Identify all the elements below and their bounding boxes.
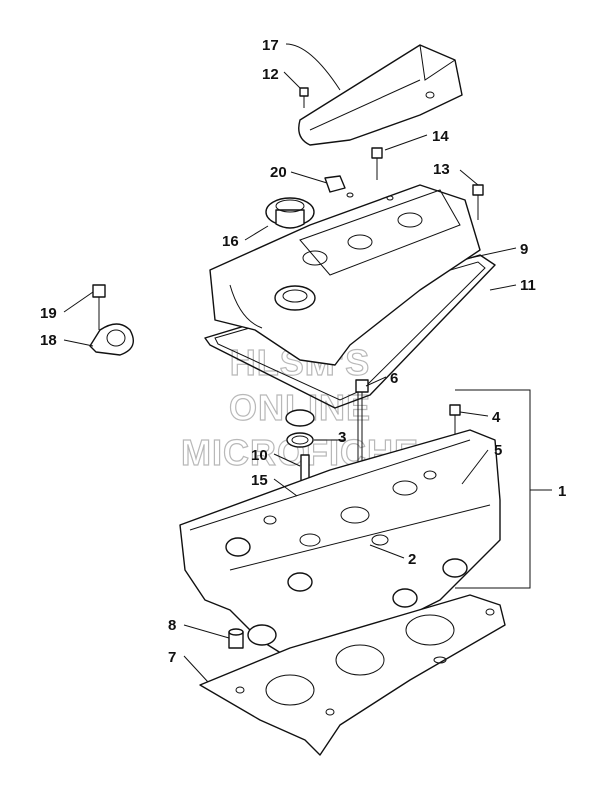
callout-11: 11 [520,277,536,294]
part-13-bolt[interactable] [472,184,484,220]
callouts: 17 12 14 13 20 16 9 11 19 18 6 4 3 5 10 … [40,37,566,666]
callout-6: 6 [390,370,398,387]
callout-16: 16 [222,233,239,250]
callout-7: 7 [168,649,176,666]
callout-1: 1 [558,483,566,500]
callout-10: 10 [251,447,268,464]
part-7-head-gasket[interactable] [199,594,506,756]
leader-lines [63,43,517,683]
part-3-seal[interactable] [285,409,315,448]
callout-15: 15 [251,472,268,489]
callout-5: 5 [494,442,502,459]
callout-2: 2 [408,551,416,568]
watermark: HLSM'S ONLINE MICROFICHE [180,341,418,473]
part-8-dowel[interactable] [228,628,244,649]
callout-12: 12 [262,66,279,83]
callout-8: 8 [168,617,176,634]
callout-19: 19 [40,305,57,322]
part-16-oil-cap[interactable] [265,197,315,229]
assembly-bracket-1 [455,389,552,589]
part-17-cover[interactable] [298,44,463,146]
part-19-bolt[interactable] [92,284,106,330]
part-18-bracket[interactable] [89,323,134,356]
part-9-valve-cover[interactable] [209,184,481,366]
part-6-bolt[interactable] [355,379,369,470]
part-2-cylinder-head[interactable] [179,429,501,681]
part-14-bolt[interactable] [371,147,383,180]
part-20-clip[interactable] [324,175,346,193]
part-12-bolt[interactable] [299,87,309,108]
callout-4: 4 [492,409,501,426]
callout-13: 13 [433,161,450,178]
callout-20: 20 [270,164,287,181]
callout-9: 9 [520,241,528,258]
callout-18: 18 [40,332,57,349]
callout-3: 3 [338,429,346,446]
callout-17: 17 [262,37,279,54]
callout-14: 14 [432,128,449,145]
